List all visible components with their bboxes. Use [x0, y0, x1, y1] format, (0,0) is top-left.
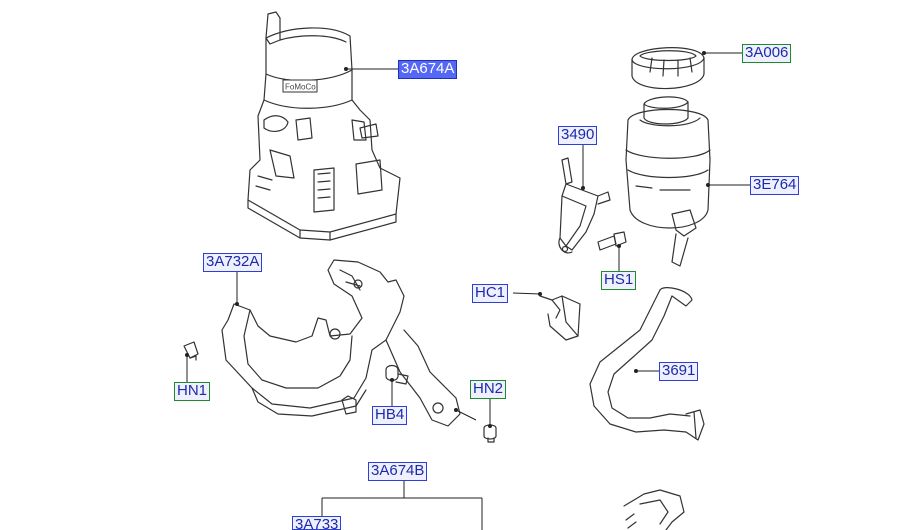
callout-3490[interactable]: 3490 — [558, 126, 598, 145]
callout-3a674b[interactable]: 3A674B — [368, 462, 428, 481]
reservoir-cap-illustration — [631, 47, 705, 90]
screw-hs1-illustration — [597, 231, 627, 251]
hose-3691-illustration — [589, 287, 705, 441]
callout-hb4[interactable]: HB4 — [372, 406, 408, 425]
callout-3a006[interactable]: 3A006 — [742, 44, 792, 63]
pump-brand-label: FoMoCo — [285, 83, 316, 92]
callout-3a674a[interactable]: 3A674A — [398, 60, 458, 79]
callout-3a732a[interactable]: 3A732A — [203, 253, 263, 272]
callout-hs1[interactable]: HS1 — [601, 271, 637, 290]
bolt-hn2-illustration — [483, 424, 497, 443]
nut-hn1-illustration — [183, 341, 199, 361]
callout-hc1[interactable]: HC1 — [472, 284, 509, 303]
reservoir-bracket-illustration — [558, 157, 611, 254]
leader-lines — [186, 52, 752, 530]
leader-dots — [185, 51, 710, 428]
hose-clip-illustration — [539, 295, 581, 341]
bolt-hb4-illustration — [385, 364, 409, 385]
fluid-reservoir-illustration — [625, 96, 711, 267]
callout-hn2[interactable]: HN2 — [470, 380, 507, 399]
callout-3691[interactable]: 3691 — [659, 362, 699, 381]
pump-bracket-illustration — [221, 259, 461, 427]
callout-hn1[interactable]: HN1 — [174, 382, 211, 401]
power-steering-pump-illustration: FoMoCo — [247, 11, 401, 241]
callout-3a733[interactable]: 3A733 — [292, 516, 342, 530]
callout-3e764[interactable]: 3E764 — [750, 176, 800, 195]
partial-part-illustration — [623, 489, 685, 530]
